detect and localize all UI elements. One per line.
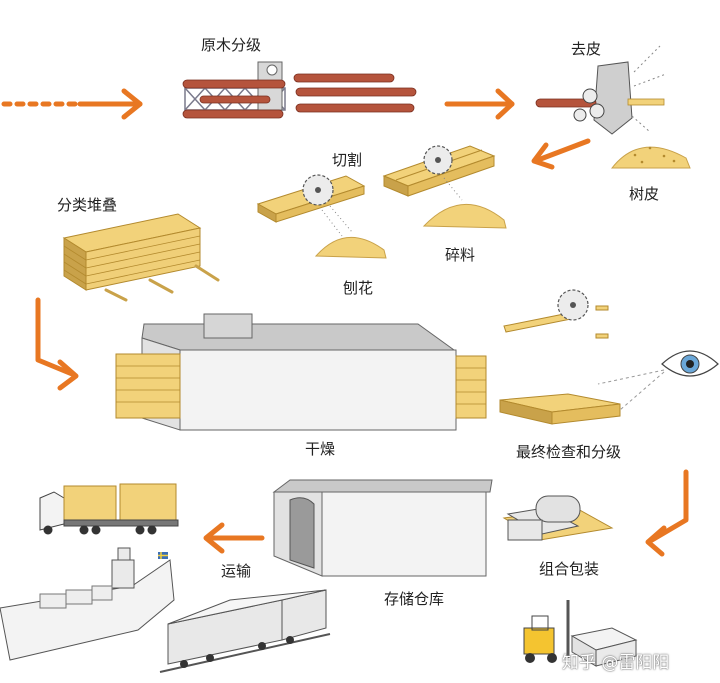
shavings-pile	[314, 237, 387, 259]
label-storage: 存储仓库	[384, 590, 445, 608]
label-debarking: 去皮	[571, 40, 602, 58]
debarking-machine	[535, 45, 667, 135]
label-bark: 树皮	[629, 185, 660, 203]
trim-saw	[503, 289, 609, 339]
arrow-to-packaging	[645, 469, 689, 557]
arrow-to-drying	[35, 297, 79, 391]
label-sort-stack: 分类堆叠	[57, 196, 118, 214]
bark-pile	[610, 146, 691, 169]
drying-kiln	[141, 313, 457, 431]
label-chips: 碎料	[445, 246, 476, 264]
saw-station-right	[382, 145, 496, 201]
arrow-incoming	[1, 88, 143, 120]
log-sorting-machine	[182, 61, 417, 119]
arrow-to-debarking	[444, 88, 515, 120]
graded-boards	[499, 393, 621, 425]
storage-warehouse	[272, 479, 493, 577]
lumber-batch-left	[115, 353, 181, 419]
label-log-sorting: 原木分级	[201, 36, 262, 54]
freight-train	[159, 589, 331, 673]
label-drying: 干燥	[305, 440, 336, 458]
label-packaging: 组合包装	[539, 560, 600, 578]
arrow-to-transport	[203, 522, 265, 554]
arrow-to-sawing	[531, 138, 591, 170]
label-sawing: 切割	[332, 151, 363, 169]
watermark: 知乎 @雷阳阳	[562, 653, 670, 673]
lumber-stack	[62, 213, 220, 302]
truck	[39, 483, 179, 535]
cargo-ship	[0, 547, 175, 661]
forklift	[523, 600, 638, 667]
chips-pile	[422, 204, 507, 229]
saw-station-left	[256, 174, 366, 237]
label-shavings: 刨花	[343, 279, 374, 297]
flow-arrows	[1, 88, 689, 557]
packaging-machine	[502, 495, 614, 541]
label-final-grading: 最终检查和分级	[516, 443, 622, 461]
eye-icon	[597, 350, 719, 411]
lumber-batch-right	[455, 355, 487, 419]
label-transport: 运输	[221, 562, 252, 580]
